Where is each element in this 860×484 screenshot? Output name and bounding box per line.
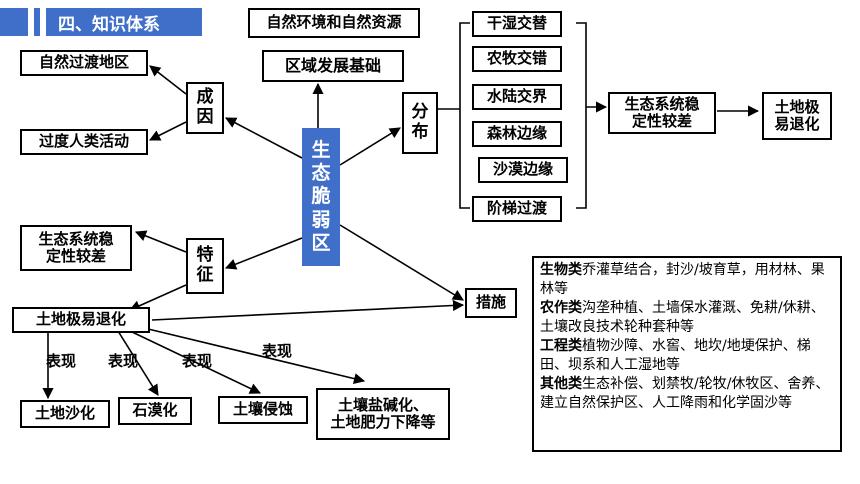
- arrow-features-to-unstable: [134, 230, 187, 253]
- measure-biological: 生物类乔灌草结合，封沙/坡育草，用材林、果林等: [540, 262, 825, 298]
- cause-human-activity: 过度人类活动: [20, 129, 148, 155]
- measure-agricultural: 农作类沟垄种植、土墙保水灌溉、免耕/休耕、土壤改良技术轮种套种等: [540, 300, 825, 336]
- arrow-to-soil-erosion: [129, 330, 262, 394]
- distribution-node: 分 布: [402, 92, 438, 154]
- feature-land-degradation: 土地极易退化: [12, 307, 150, 333]
- arrow-center-to-measures: [339, 224, 464, 301]
- regional-foundation-box: 区域发展基础: [262, 50, 404, 82]
- arrow-degradation-to-measures: [151, 299, 465, 321]
- measure-other: 其他类生态补偿、划禁牧/轮牧/休牧区、舍养、建立自然保护区、人工降雨和化学固沙等: [540, 376, 830, 412]
- manifest-label-4: 表现: [262, 342, 293, 360]
- cause-natural-transition: 自然过渡地区: [20, 50, 148, 76]
- dist-result-degradation: 土地极 易退化: [762, 92, 832, 140]
- causes-node: 成 因: [186, 82, 224, 134]
- center-char: 态: [311, 162, 331, 185]
- bracket-right: [576, 22, 587, 209]
- dist-item-desert-edge: 沙漠边缘: [478, 157, 568, 183]
- manifest-label-3: 表现: [182, 352, 213, 370]
- manifest-label-2: 表现: [108, 352, 139, 370]
- arrow-causes-to-natural: [149, 65, 187, 95]
- outcome-desertification: 土地沙化: [20, 400, 110, 428]
- dist-item-terrace-transition: 阶梯过渡: [472, 196, 562, 222]
- arrow-center-to-distribution: [339, 127, 401, 166]
- section-title: 四、知识体系: [46, 8, 202, 36]
- arrow-features-to-degradation: [128, 284, 187, 312]
- bracket-left: [459, 22, 470, 209]
- dist-item-water-land: 水陆交界: [472, 84, 562, 110]
- dist-item-forest-edge: 森林边缘: [472, 121, 562, 147]
- arrow-center-to-causes: [225, 117, 303, 159]
- measure-engineering: 工程类植物沙障、水窖、地坎/地埂保护、梯田、坝系和人工湿地等: [540, 338, 811, 374]
- center-char: 脆: [311, 185, 331, 208]
- center-char: 区: [311, 231, 331, 254]
- features-node: 特 征: [186, 238, 224, 294]
- feature-unstable: 生态系统稳 定性较差: [20, 225, 132, 271]
- dist-item-dry-wet: 干湿交替: [472, 11, 562, 37]
- center-char: 生: [311, 139, 331, 162]
- dist-item-farming-pastoral: 农牧交错: [472, 46, 562, 72]
- arrow-to-rocky-desertification: [117, 330, 159, 396]
- dist-result-unstable: 生态系统稳 定性较差: [608, 92, 716, 134]
- arrow-causes-to-human: [148, 121, 187, 141]
- natural-resources-box: 自然环境和自然资源: [248, 8, 420, 38]
- manifest-label-1: 表现: [46, 352, 77, 370]
- measures-panel: 生物类乔灌草结合，封沙/坡育草，用材林、果林等 农作类沟垄种植、土墙保水灌溉、免…: [532, 256, 842, 452]
- center-char: 弱: [311, 208, 331, 231]
- header-accent-stripe: [34, 8, 40, 36]
- outcome-soil-erosion: 土壤侵蚀: [218, 396, 308, 424]
- outcome-salinization: 土壤盐碱化、 土地肥力下降等: [316, 388, 450, 440]
- outcome-rocky-desertification: 石漠化: [118, 397, 192, 425]
- arrow-center-to-features: [224, 237, 303, 270]
- header-accent-block: [0, 8, 28, 36]
- eco-fragile-zone-node: 生 态 脆 弱 区: [302, 128, 340, 266]
- arrow-to-salinization: [143, 327, 366, 385]
- measures-node: 措施: [465, 288, 517, 318]
